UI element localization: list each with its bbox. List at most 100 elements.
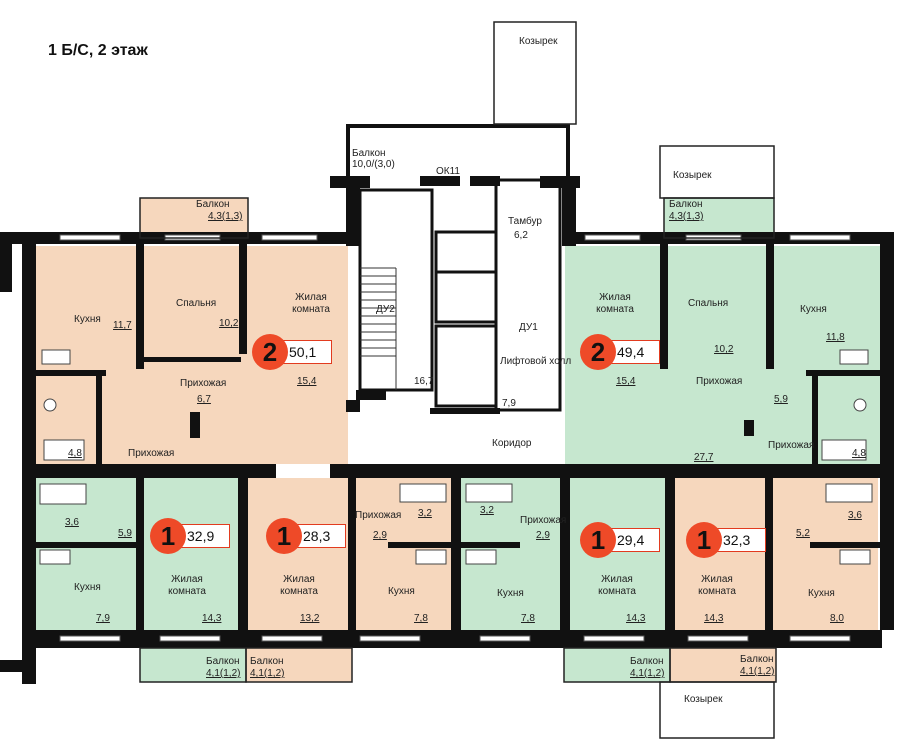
apt3-kitchen-label: Кухня (497, 588, 524, 599)
balcony-right-label: Балкон (669, 199, 703, 210)
left-hall-area: 6,7 (197, 394, 211, 405)
left-living-label-2: комната (292, 304, 330, 315)
apt3-kitchen-area: 7,8 (521, 613, 535, 624)
apt2-bath-area: 3,2 (418, 508, 432, 519)
apt1-bath-area: 3,6 (65, 517, 79, 528)
left-bath-area: 4,8 (68, 448, 82, 459)
apt2-living-label-2: комната (280, 586, 318, 597)
canopy-right-label: Козырек (673, 170, 712, 181)
apt2-living-area: 13,2 (300, 613, 320, 624)
stair-area: 16,7 (414, 376, 434, 387)
tambur-label: Тамбур (508, 216, 542, 227)
canopy-top-label: Козырек (519, 36, 558, 47)
apt2-kitchen-label: Кухня (388, 586, 415, 597)
balcony-b3-fill (564, 648, 670, 682)
balcony-b3-label: Балкон (630, 656, 664, 667)
right-bedroom-area: 10,2 (714, 344, 734, 355)
apt3-hall-area: 2,9 (536, 530, 550, 541)
corridor-area: 27,7 (694, 452, 714, 463)
left-corridor-hall-label: Прихожая (128, 448, 175, 459)
apt5-kitchen-area: 8,0 (830, 613, 844, 624)
right-corridor-hall-label: Прихожая (768, 440, 815, 451)
apt5-bath-area: 3,6 (848, 510, 862, 521)
balcony-top-left-fill (140, 198, 248, 238)
apartment-area: 32,3 (714, 528, 766, 552)
apt2-living-label-1: Жилая (283, 574, 315, 585)
left-living-area: 15,4 (297, 376, 317, 387)
left-kitchen-area: 11,7 (113, 320, 132, 331)
balcony-top-label: Балкон (352, 148, 386, 159)
apt3-hall-label: Прихожая (520, 515, 567, 526)
apartment-rooms: 1 (686, 522, 722, 558)
left-kitchen-label: Кухня (74, 314, 101, 325)
apt5-living-label-1: Жилая (701, 574, 733, 585)
balcony-b2-label: Балкон (250, 656, 284, 667)
left-bedroom-label: Спальня (176, 298, 217, 309)
du1-label: ДУ1 (519, 322, 538, 333)
right-hall-area: 5,9 (774, 394, 788, 405)
balcony-b3-value: 4,1(1,2) (630, 668, 665, 679)
apartment-area: 50,1 (280, 340, 332, 364)
balcony-top-value: 10,0/(3,0) (352, 159, 395, 170)
apt1-hall-area: 5,9 (118, 528, 132, 539)
interior-walls (36, 244, 880, 630)
apartment-rooms: 1 (580, 522, 616, 558)
balcony-top-right-fill (664, 198, 774, 238)
apt2-kitchen-area: 7,8 (414, 613, 428, 624)
canopy-bottom-label: Козырек (684, 694, 723, 705)
apartment-area: 28,3 (294, 524, 346, 548)
apartment-rooms: 1 (266, 518, 302, 554)
fixtures (39, 349, 873, 565)
right-living-area: 15,4 (616, 376, 636, 387)
right-hall-label: Прихожая (696, 376, 743, 387)
balcony-b4-value: 4,1(1,2) (740, 666, 775, 677)
left-bedroom-area: 10,2 (219, 318, 239, 329)
du2-label: ДУ2 (376, 304, 395, 315)
apt5-hall-area: 5,2 (796, 528, 810, 539)
right-bedroom-label: Спальня (688, 298, 729, 309)
apt5-kitchen-label: Кухня (808, 588, 835, 599)
apt4-living-area: 14,3 (626, 613, 646, 624)
lift-hall-label: Лифтовой холл (500, 356, 572, 367)
balcony-left-value: 4,3(1,3) (208, 211, 243, 222)
ok11-label: ОК11 (436, 166, 460, 177)
left-hall-label: Прихожая (180, 378, 227, 389)
apt2-hall-label: Прихожая (355, 510, 402, 521)
balcony-b1-fill (140, 648, 246, 682)
floor-title: 1 Б/С, 2 этаж (48, 42, 148, 59)
left-living-label-1: Жилая (295, 292, 327, 303)
apartment-rooms: 2 (580, 334, 616, 370)
apt5-living-area: 14,3 (704, 613, 724, 624)
balcony-b1-value: 4,1(1,2) (206, 668, 241, 679)
apt1-kitchen-label: Кухня (74, 582, 101, 593)
right-living-label-2: комната (596, 304, 634, 315)
apt1-living-label-1: Жилая (171, 574, 203, 585)
core (358, 178, 562, 412)
apartment-area: 49,4 (608, 340, 660, 364)
lift-hall-area: 7,9 (502, 398, 516, 409)
apt4-living-label-1: Жилая (601, 574, 633, 585)
apt1-living-area: 14,3 (202, 613, 222, 624)
balcony-b2-value: 4,1(1,2) (250, 668, 285, 679)
apt4-fill (564, 478, 670, 630)
apt1-kitchen-area: 7,9 (96, 613, 110, 624)
apartment-rooms: 2 (252, 334, 288, 370)
balcony-right-value: 4,3(1,3) (669, 211, 704, 222)
right-bath-area: 4,8 (852, 448, 866, 459)
right-kitchen-label: Кухня (800, 304, 827, 315)
balcony-b4-fill (670, 648, 776, 682)
tambur-area: 6,2 (514, 230, 528, 241)
right-living-label-1: Жилая (599, 292, 631, 303)
balcony-b4-label: Балкон (740, 654, 774, 665)
apt4-living-label-2: комната (598, 586, 636, 597)
balcony-left-label: Балкон (196, 199, 230, 210)
right-kitchen-area: 11,8 (826, 332, 845, 343)
core-blocks (346, 124, 570, 414)
apartment-rooms: 1 (150, 518, 186, 554)
apt1-living-label-2: комната (168, 586, 206, 597)
apt2-hall-area: 2,9 (373, 530, 387, 541)
corridor-label: Коридор (492, 438, 532, 449)
apartment-area: 29,4 (608, 528, 660, 552)
